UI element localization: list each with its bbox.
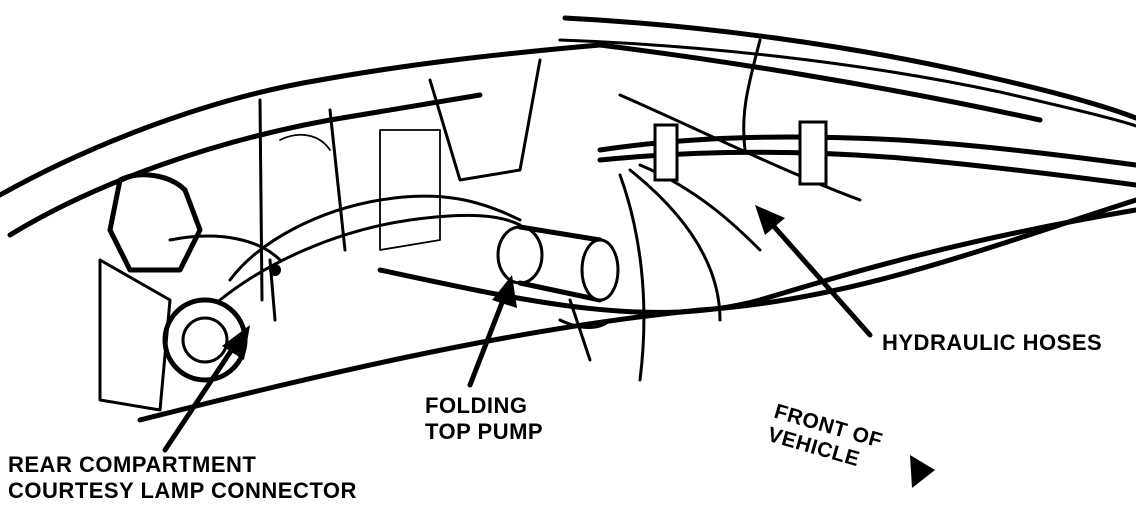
folding-top-pump-label: FOLDING TOP PUMP <box>425 393 543 445</box>
courtesy-lamp-connector <box>162 234 282 383</box>
label-line: TOP PUMP <box>425 419 544 444</box>
hydraulic-hoses-arrow <box>767 219 873 338</box>
rear-compartment-arrowhead <box>222 325 250 360</box>
pointer-arrows <box>162 205 935 488</box>
hydraulic-hose-bundle <box>597 38 1136 382</box>
hydraulic-hoses-label: HYDRAULIC HOSES <box>882 330 1103 355</box>
front-of-vehicle-arrow <box>910 455 935 488</box>
folding-top-pump <box>496 224 620 362</box>
label-line: REAR COMPARTMENT <box>8 452 257 477</box>
hydraulic-hoses-arrowhead <box>755 205 785 235</box>
rear-compartment-arrow <box>162 342 238 453</box>
folding-top-pump-arrowhead <box>492 275 517 308</box>
rear-compartment-courtesy-lamp-connector-label: REAR COMPARTMENT COURTESY LAMP CONNECTOR <box>8 452 357 504</box>
folding-top-pump-arrow <box>467 292 508 388</box>
label-line: FOLDING <box>425 393 528 418</box>
label-line: COURTESY LAMP CONNECTOR <box>8 478 357 503</box>
